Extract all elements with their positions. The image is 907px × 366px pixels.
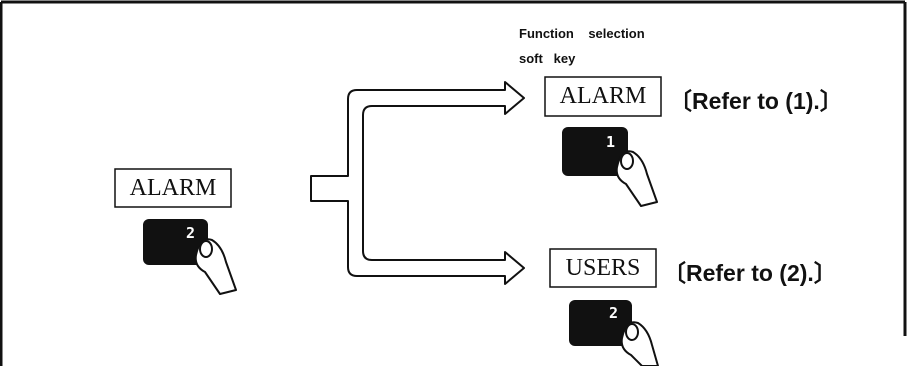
source-key-label: ALARM [129,175,217,201]
target-button-1 [562,127,628,176]
finger-press-icon [194,238,237,295]
target-button-number-2: 2 [609,304,619,322]
target-key-label-2: USERS [565,255,641,281]
caption-line2: soft key [519,51,576,66]
source-button [143,219,208,265]
target-key-box-1 [544,76,662,117]
caption-line1: Function selection [519,26,645,41]
source-key-box [114,168,232,208]
finger-press-icon [615,150,658,207]
target-key-label-1: ALARM [559,83,647,109]
refer-note-1: 〔Refer to (1).〕 [669,88,843,114]
target-button-2 [569,300,632,346]
branch-arrow [310,81,525,285]
target-key-box-2 [549,248,657,288]
refer-note-2: 〔Refer to (2).〕 [663,260,837,286]
source-button-number: 2 [186,224,196,242]
finger-press-icon [620,321,659,366]
target-button-number-1: 1 [606,133,616,151]
